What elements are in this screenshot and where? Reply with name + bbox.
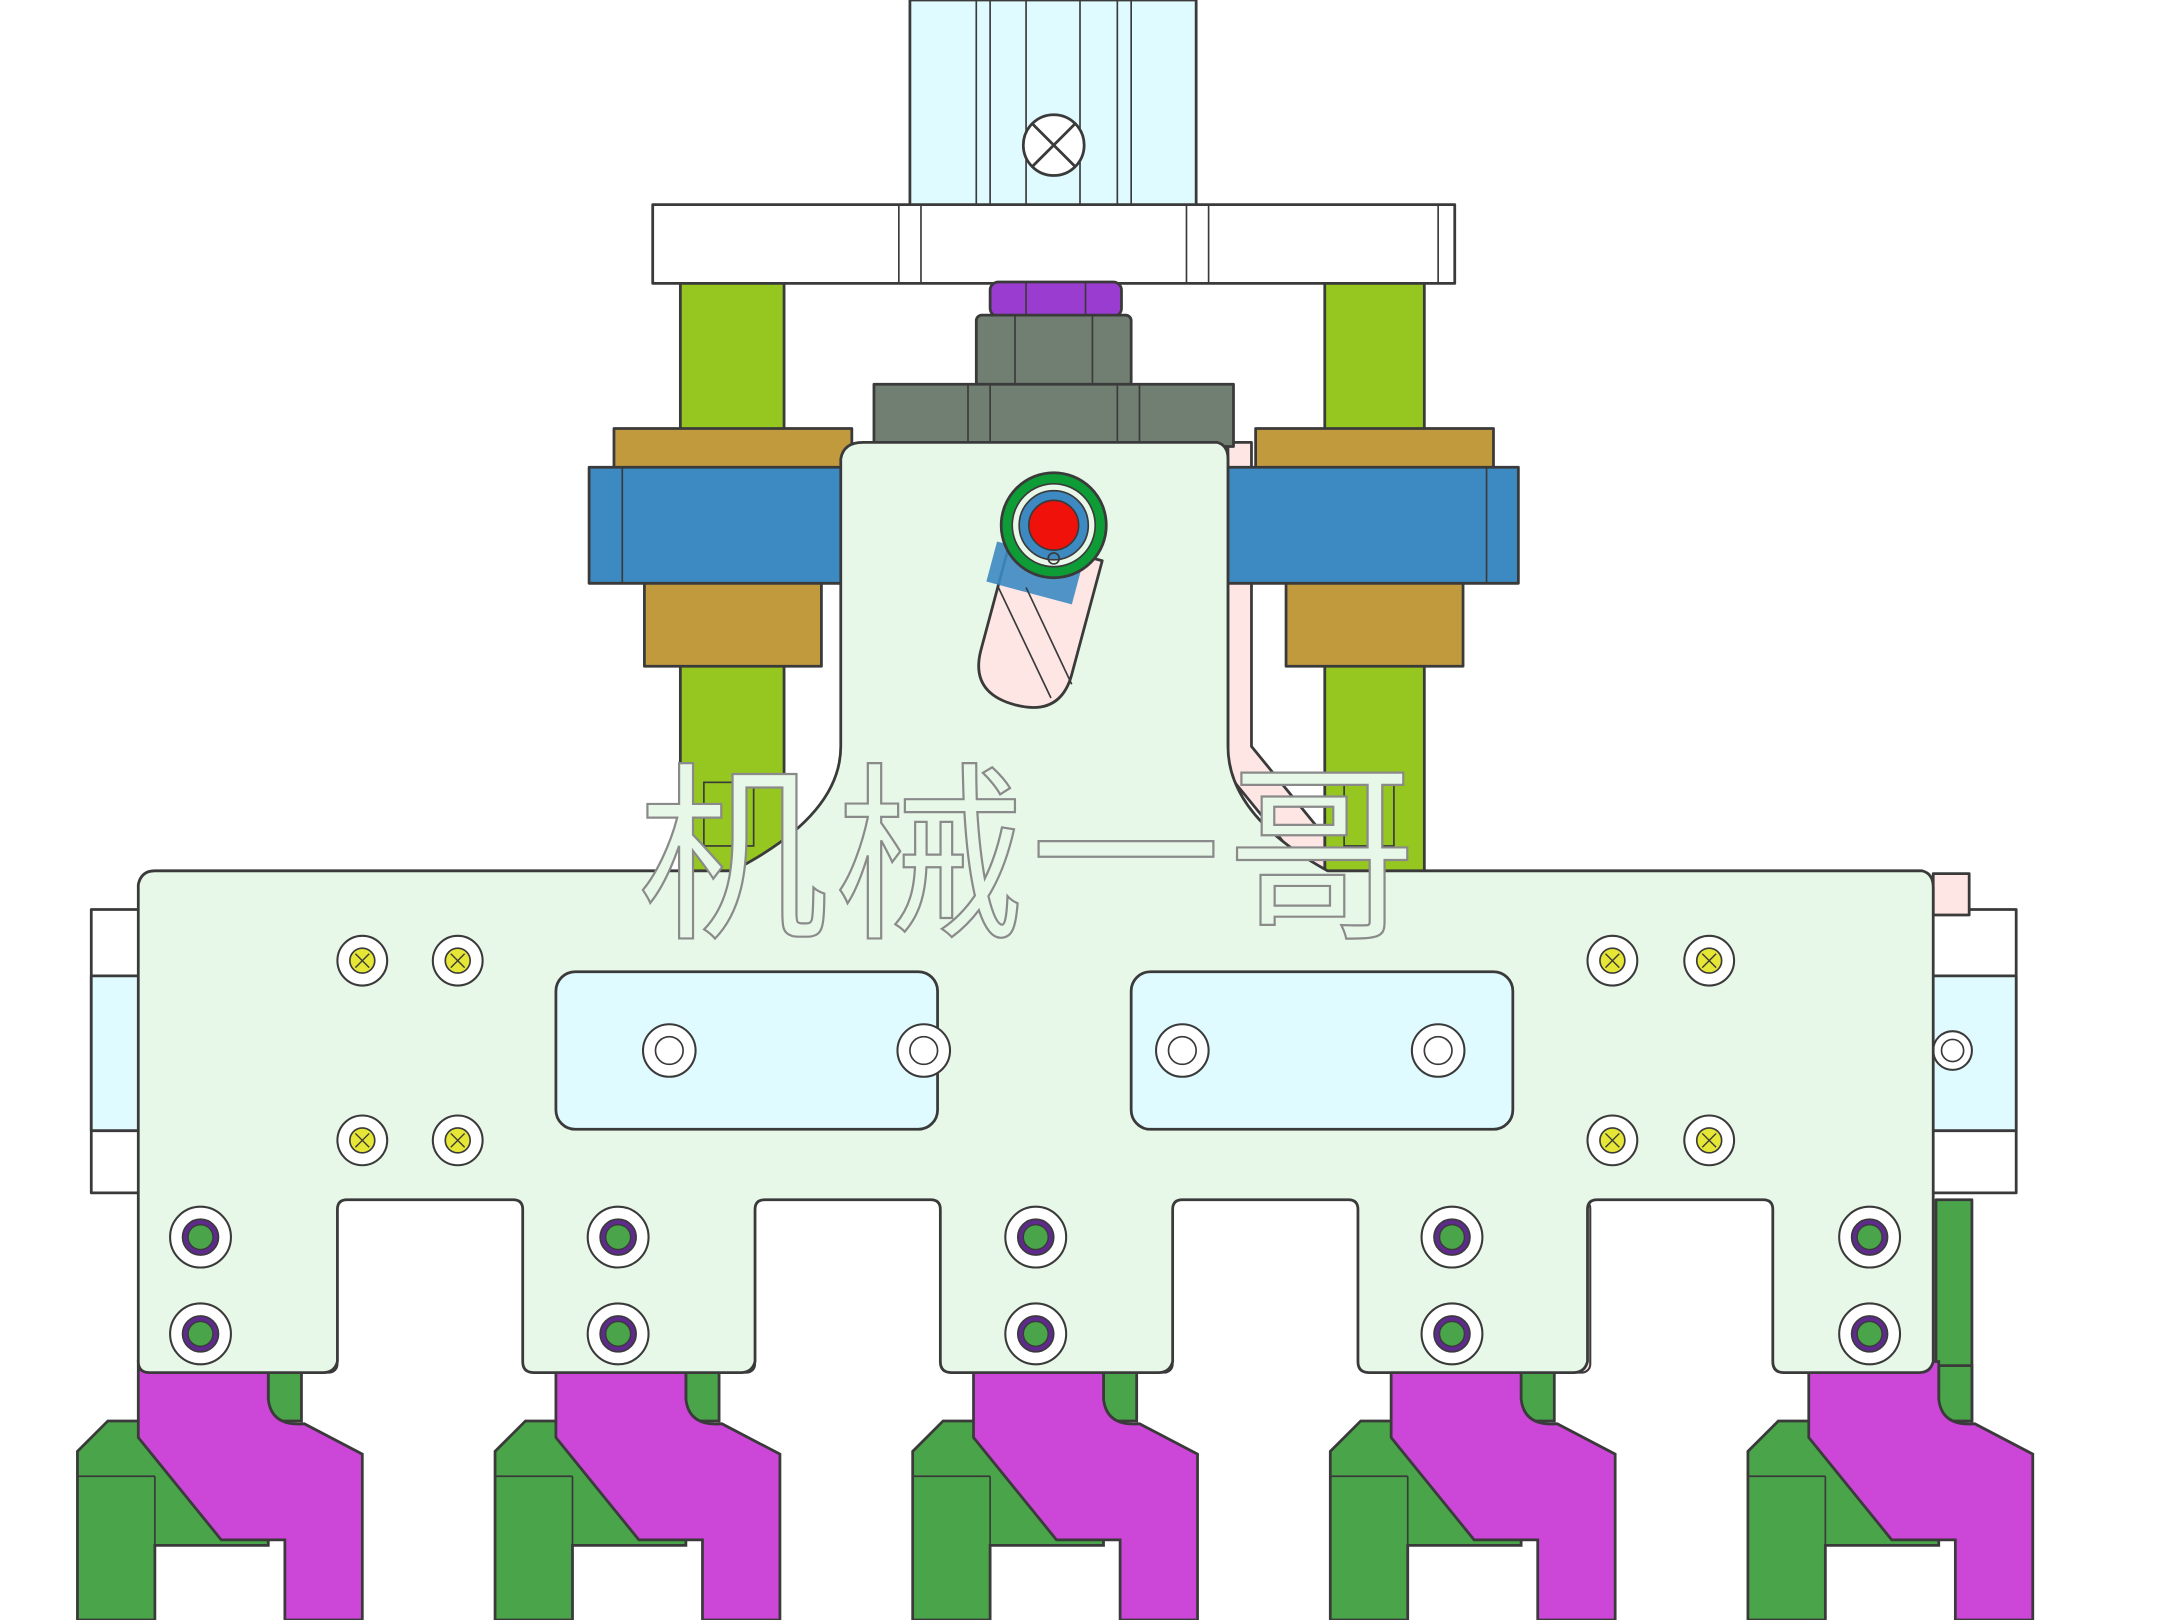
cross-screw-icon	[1420, 1205, 1484, 1269]
cross-screw-icon	[1838, 1205, 1902, 1269]
finger-5	[1746, 1360, 2035, 1620]
plate-window-left	[554, 970, 939, 1131]
cross-screw-icon	[1420, 1302, 1484, 1366]
screw-head	[1022, 1223, 1049, 1251]
purple-nut	[988, 280, 1123, 318]
screw-head	[187, 1223, 214, 1251]
air-cylinder	[908, 0, 1198, 212]
cross-screw-icon	[1683, 1114, 1736, 1167]
cross-screw-icon	[1683, 934, 1736, 987]
cross-screw-icon	[431, 1114, 484, 1167]
finger-magenta-link	[1807, 1360, 2035, 1620]
screw-head	[604, 1223, 632, 1251]
finger-magenta-link	[136, 1360, 364, 1620]
cross-screw-icon	[641, 1023, 697, 1078]
screw-head	[1856, 1320, 1883, 1348]
screw-head	[187, 1320, 214, 1348]
finger-magenta-link	[972, 1360, 1199, 1620]
finger-4	[1328, 1360, 1617, 1620]
cross-screw-icon	[586, 1205, 650, 1269]
screw-cross-line	[1701, 953, 1717, 969]
circle-cross-icon	[1021, 113, 1086, 177]
screw-head	[1022, 1320, 1049, 1348]
screw-cross-line	[354, 953, 370, 969]
cross-screw-icon	[1004, 1205, 1068, 1269]
cross-screw-icon	[1004, 1302, 1068, 1366]
cross-screw-icon	[336, 1114, 389, 1167]
screw-cross-line	[354, 1132, 370, 1148]
finger-group	[76, 1360, 2035, 1620]
screw-cross-line	[1604, 1132, 1620, 1148]
cross-screw-icon	[1586, 934, 1639, 987]
screw-inner-ring	[1167, 1035, 1197, 1066]
screw-cross-line	[1604, 953, 1620, 969]
hex-nut-upper	[974, 313, 1133, 389]
screw-cross-line	[450, 1132, 466, 1148]
screw-inner-ring	[909, 1035, 939, 1066]
cross-screw-icon	[1155, 1023, 1210, 1078]
screw-head	[1856, 1223, 1883, 1251]
cross-screw-icon	[169, 1205, 232, 1269]
bushing-right	[1254, 427, 1495, 668]
cross-screw-icon	[336, 934, 389, 987]
cross-screw-icon	[896, 1023, 952, 1078]
top-mounting-plate	[651, 203, 1457, 285]
slot-and-pin	[977, 471, 1108, 709]
purple-screw-group	[169, 1205, 1902, 1366]
screw-head	[1438, 1223, 1466, 1251]
screw-inner-ring	[654, 1035, 684, 1066]
screw-cross-line	[450, 953, 466, 969]
finger-2	[493, 1360, 782, 1620]
cross-screw-icon	[1838, 1302, 1902, 1366]
cross-screw-icon	[1410, 1023, 1466, 1078]
screw-inner-ring	[1423, 1035, 1453, 1066]
finger-magenta-link	[1389, 1360, 1617, 1620]
slide-block-left	[587, 465, 868, 585]
hex-nut-lower	[872, 382, 1235, 448]
cross-screw-icon	[431, 934, 484, 987]
pin-icon	[1028, 499, 1080, 551]
side-rail-right	[1926, 908, 2018, 1423]
cross-screw-icon	[1586, 1114, 1639, 1167]
corner-pad-right	[1931, 872, 1971, 917]
watermark-text: 机械一哥	[638, 746, 1423, 968]
finger-3	[911, 1360, 1199, 1620]
yellow-screw-group	[336, 934, 1736, 1167]
cross-screw-icon	[586, 1302, 650, 1366]
slide-block-right	[1226, 465, 1520, 585]
cross-screw-icon	[169, 1302, 232, 1366]
window-screw-group	[641, 1023, 1466, 1078]
screw-head	[604, 1320, 632, 1348]
finger-magenta-link	[554, 1360, 782, 1620]
main-gripper-plate	[136, 440, 1935, 1374]
screw-cross-line	[1701, 1132, 1717, 1148]
screw-head	[1438, 1320, 1466, 1348]
plate-window-right	[1129, 970, 1515, 1131]
finger-1	[76, 1360, 364, 1620]
